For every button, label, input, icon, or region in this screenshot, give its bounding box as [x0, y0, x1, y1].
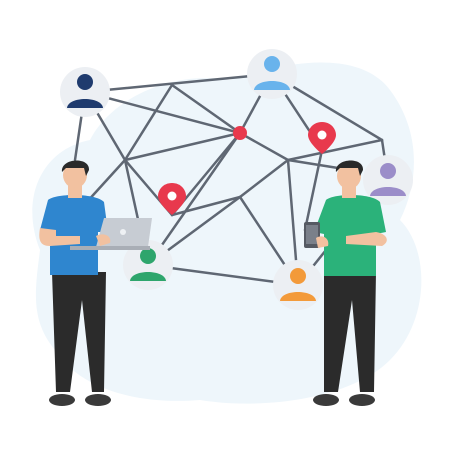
person-avatar-icon [273, 260, 323, 310]
map-pin-icon [158, 183, 186, 215]
network-hub-icon [233, 126, 247, 140]
person-avatar-icon [363, 155, 413, 205]
person-avatar-icon [123, 240, 173, 290]
smartphone-icon [304, 222, 320, 248]
map-pin-icon [308, 122, 336, 154]
person-with-phone [304, 160, 387, 406]
person-avatar-icon [247, 49, 297, 99]
person-avatar-icon [60, 67, 110, 117]
person-with-laptop [39, 160, 152, 406]
